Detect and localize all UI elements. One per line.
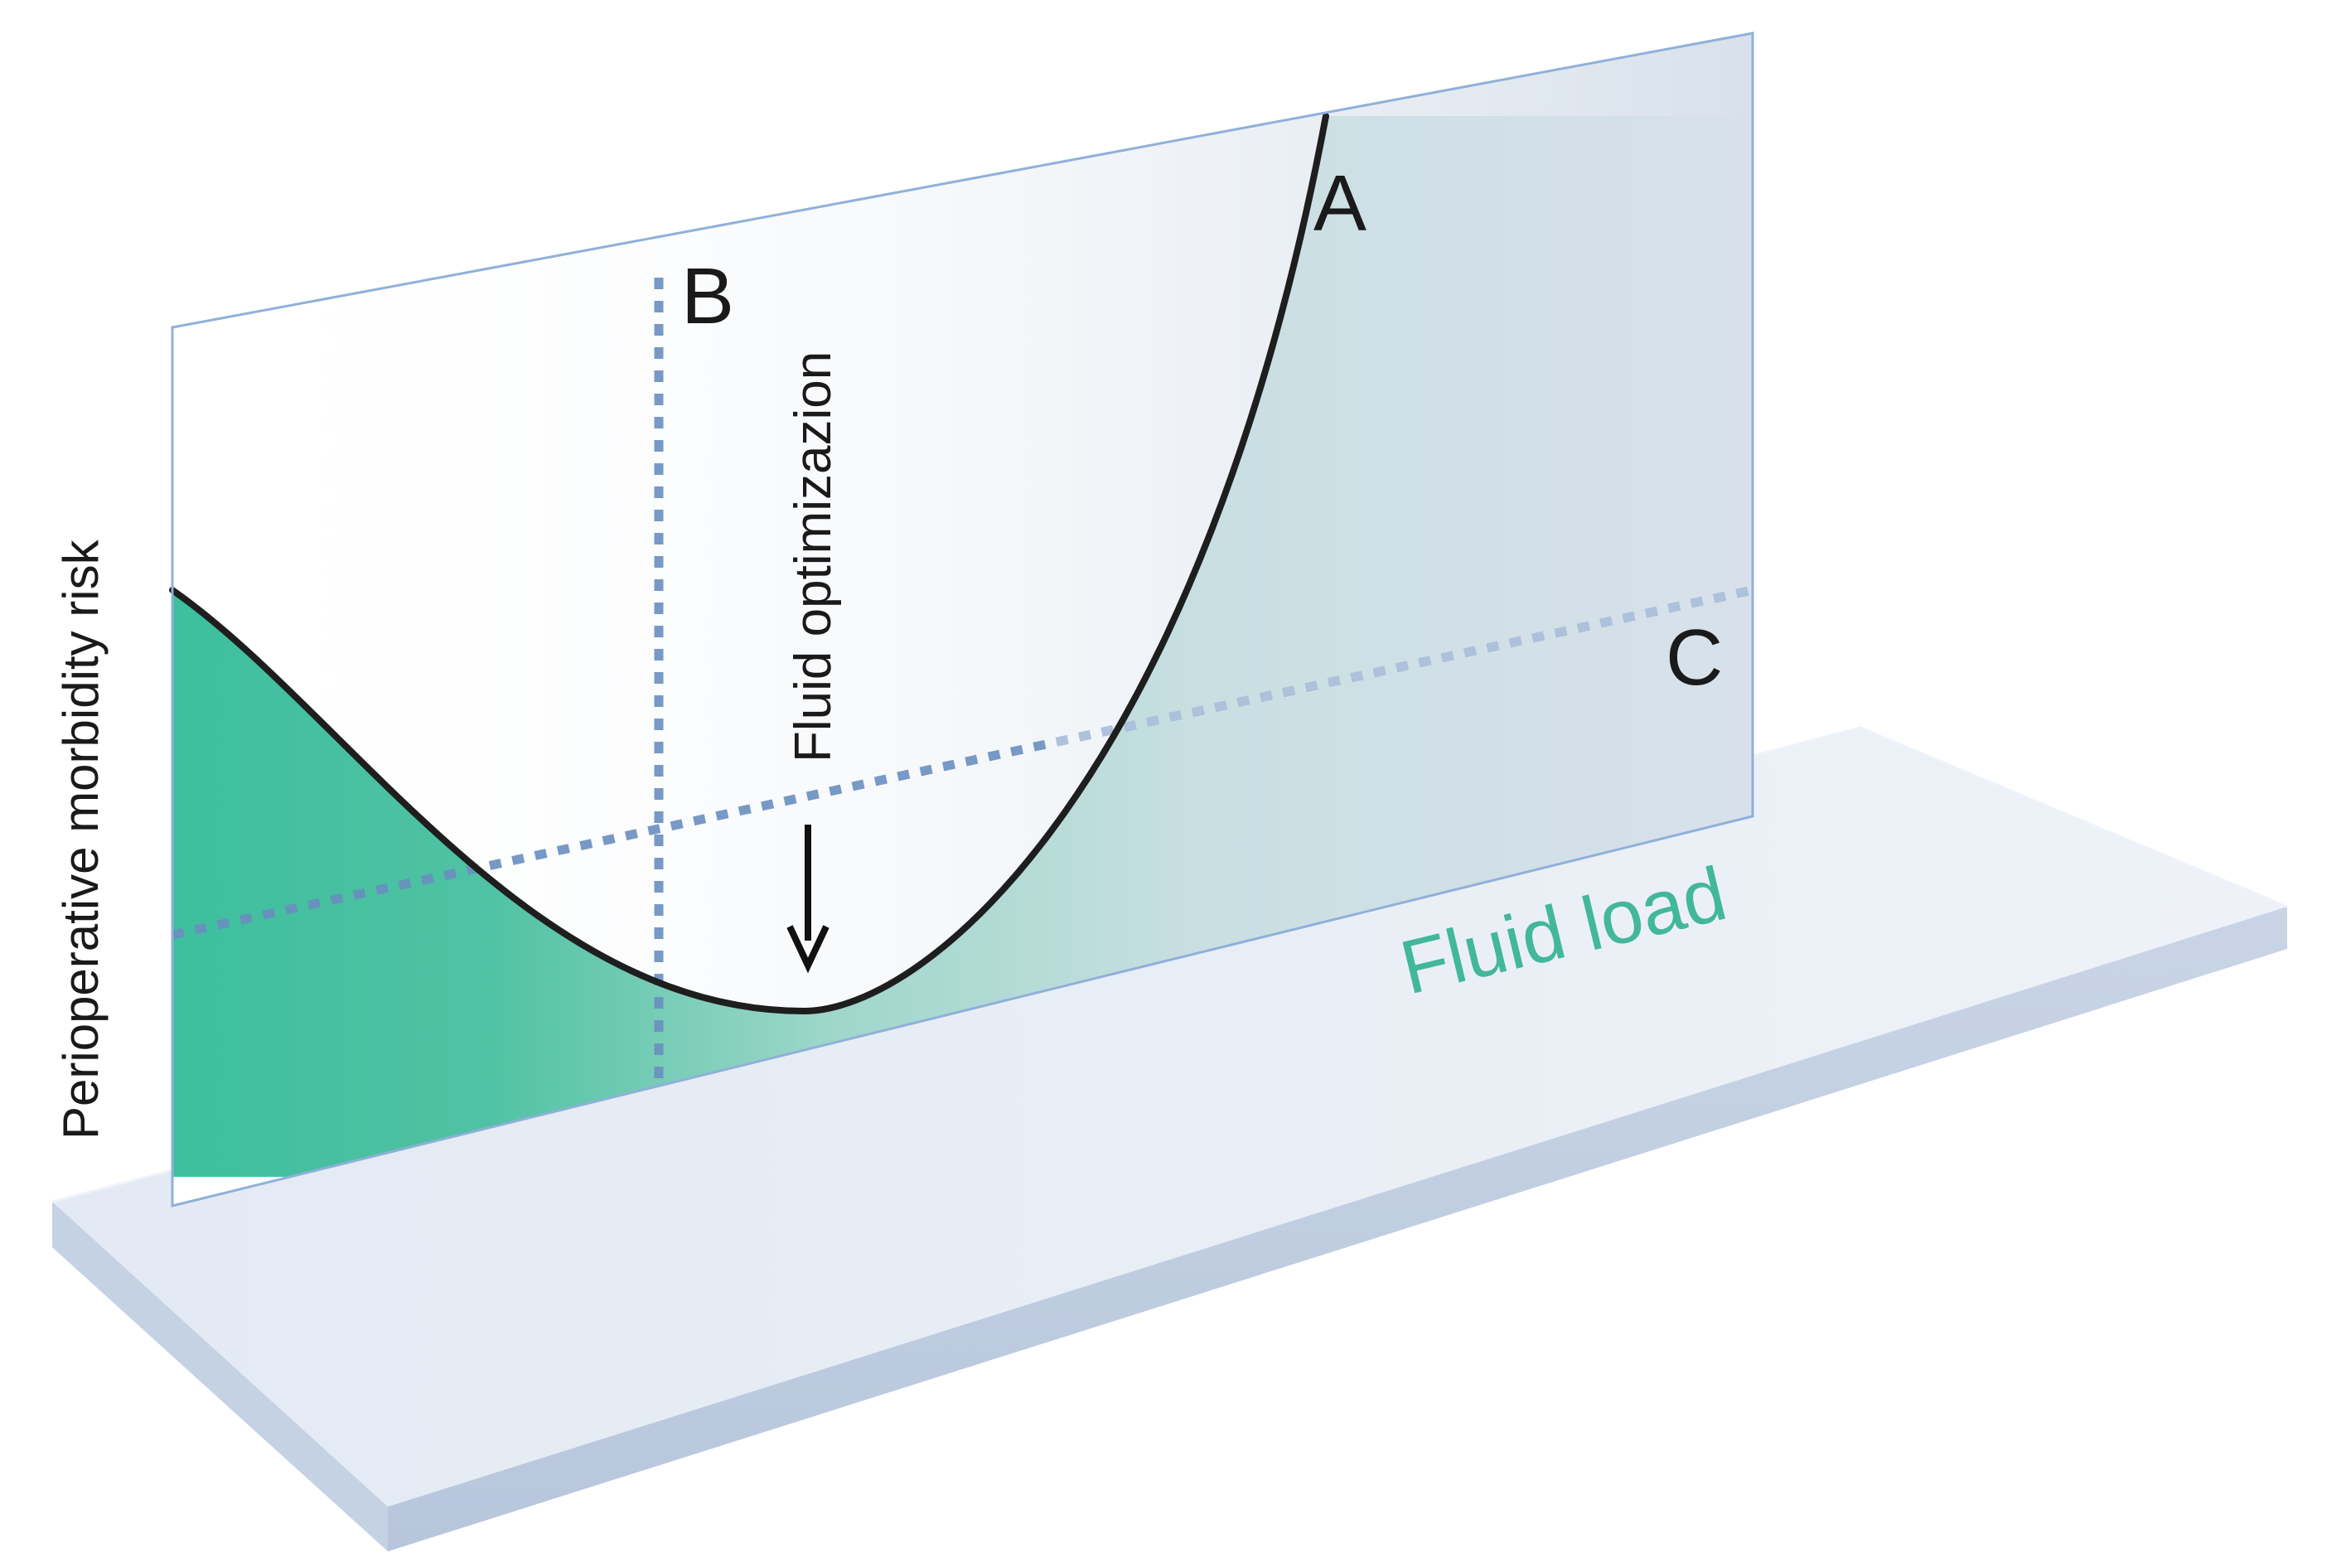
down-arrow-icon (786, 825, 830, 974)
base-slab (51, 726, 2288, 1551)
marker-a: A (1313, 159, 1366, 248)
arrow-label: Fluid optimizazion (785, 351, 842, 762)
y-axis-label: Perioperative morbidity risk (53, 539, 109, 1140)
panel-border (171, 31, 1754, 1207)
risk-curve (169, 113, 1329, 1015)
marker-c: C (1666, 613, 1723, 702)
marker-b: B (681, 252, 734, 341)
